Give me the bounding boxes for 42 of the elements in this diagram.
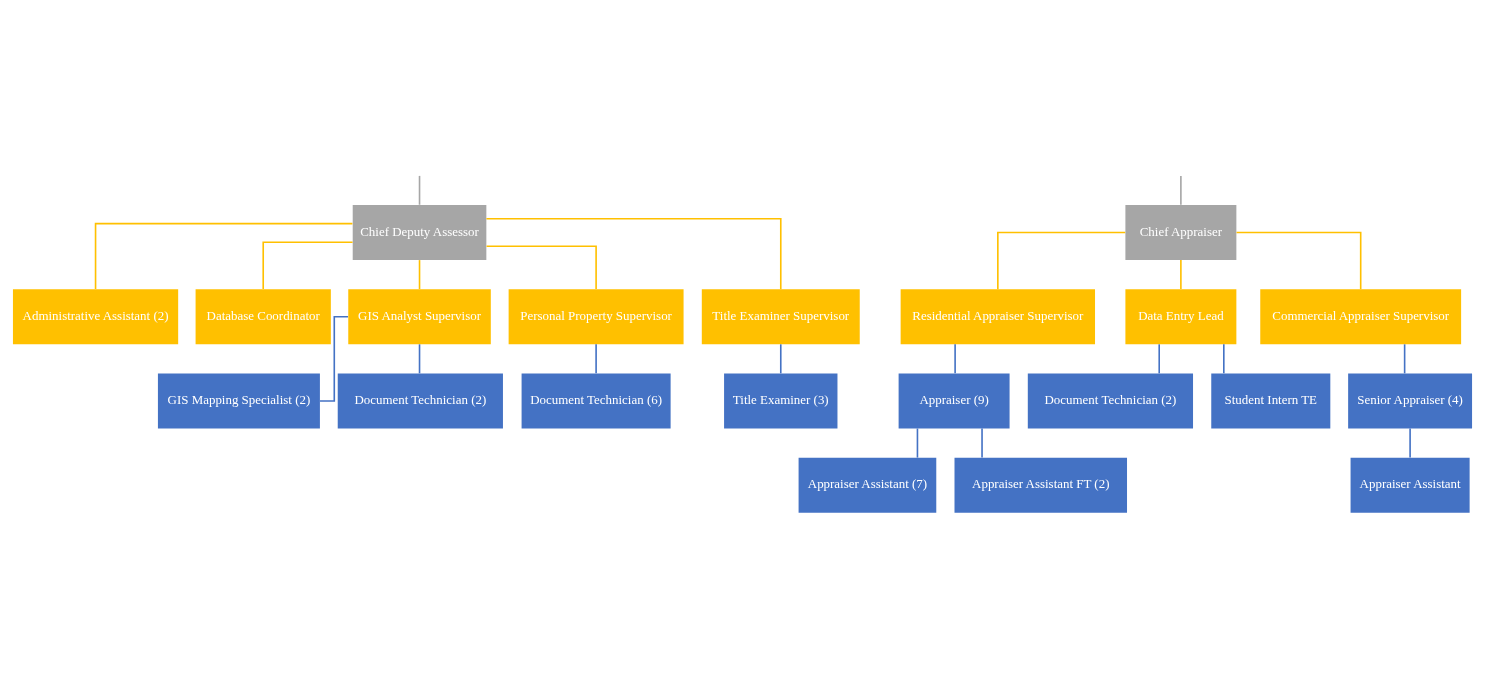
node-box: Residential Appraiser Supervisor (900, 289, 1096, 345)
connector (418, 259, 421, 290)
connector (485, 217, 782, 290)
connector (418, 175, 421, 206)
node-box: Chief Deputy Assessor (352, 205, 487, 261)
node-box: Appraiser Assistant (7) (798, 457, 937, 513)
node-box: Database Coordinator (195, 289, 331, 345)
connector (1235, 231, 1362, 290)
connector (997, 231, 1127, 290)
connector (916, 427, 919, 459)
node-box: GIS Mapping Specialist (2) (157, 373, 320, 429)
connector (779, 343, 782, 375)
connector (1409, 427, 1411, 459)
connector (319, 315, 349, 402)
node-box: Commercial Appraiser Supervisor (1260, 289, 1462, 345)
node-box: Document Technician (2) (337, 373, 503, 429)
node-box: Document Technician (6) (521, 373, 671, 429)
connector (1180, 175, 1182, 206)
node-box: Document Technician (2) (1027, 373, 1194, 429)
connector (981, 427, 983, 459)
node-box: Chief Appraiser (1125, 205, 1237, 261)
connector (262, 241, 354, 290)
node-box: Title Examiner Supervisor (701, 289, 860, 345)
node-box: Personal Property Supervisor (508, 289, 684, 345)
node-box: Data Entry Lead (1125, 289, 1237, 345)
connector (954, 343, 956, 375)
node-box: GIS Analyst Supervisor (348, 289, 491, 345)
node-box: Appraiser (9) (898, 373, 1010, 429)
node-box: Appraiser Assistant (1350, 457, 1470, 513)
connector (595, 343, 597, 375)
connector (485, 245, 597, 290)
connector (1403, 343, 1406, 375)
connector (418, 343, 421, 375)
connector (1223, 343, 1225, 375)
node-box: Title Examiner (3) (724, 373, 838, 429)
connector (1180, 259, 1182, 290)
node-box: Administrative Assistant (2) (12, 289, 179, 345)
node-box: Appraiser Assistant FT (2) (954, 457, 1127, 513)
node-box: Student Intern TE (1211, 373, 1331, 429)
node-box: Senior Appraiser (4) (1348, 373, 1473, 429)
connector (1158, 343, 1161, 375)
connector (94, 222, 354, 290)
